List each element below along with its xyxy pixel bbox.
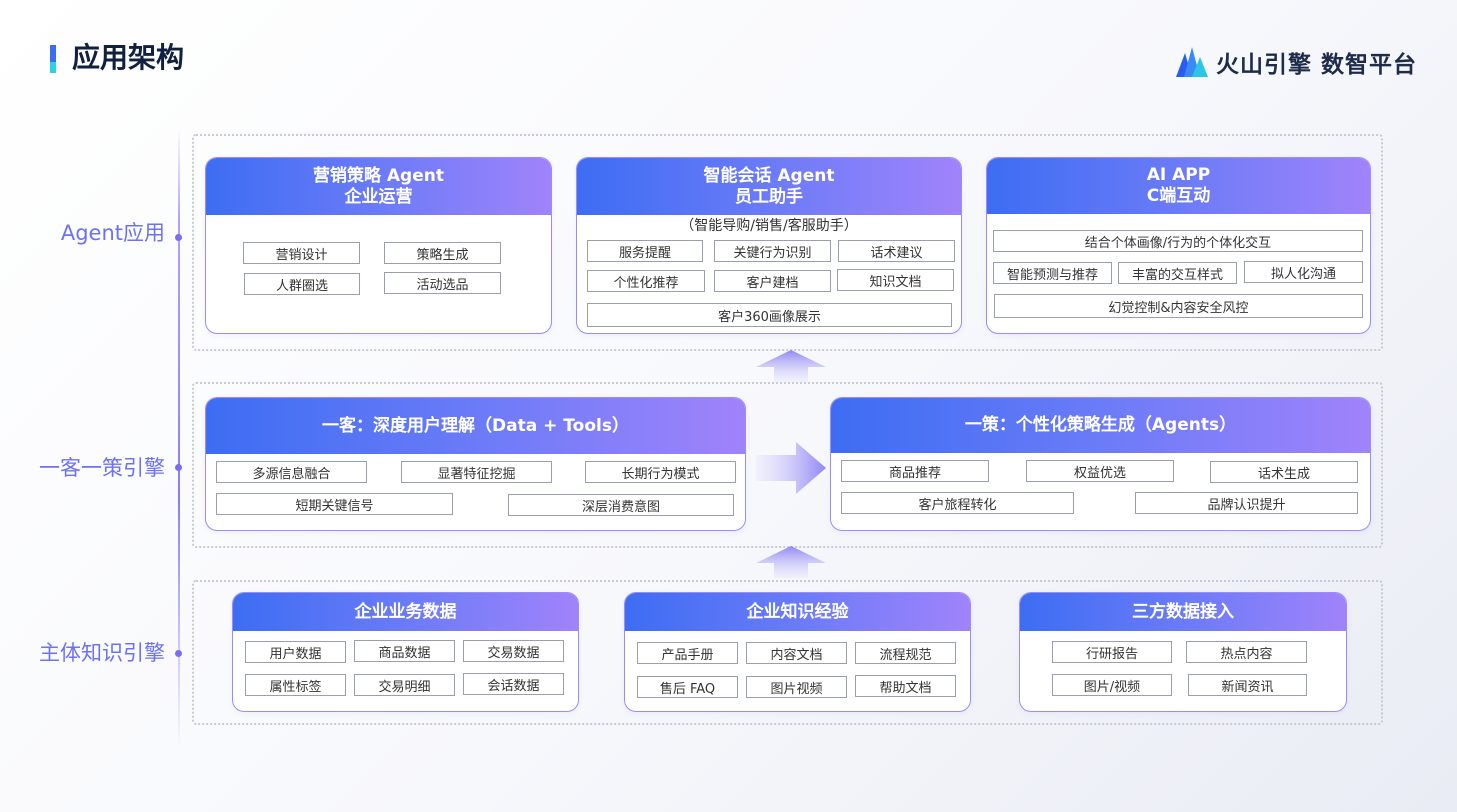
layer-label-engine: 一客一策引擎 — [39, 456, 165, 480]
card-description: （智能导购/销售/客服助手） — [680, 218, 858, 234]
item-pill: 结合个体画像/行为的个体化交互 — [993, 230, 1363, 252]
item-pill: 商品推荐 — [841, 460, 989, 482]
item-pill: 热点内容 — [1186, 641, 1307, 663]
card-third-party-data: 三方数据接入 行研报告 热点内容 图片/视频 新闻资讯 — [1019, 592, 1347, 712]
card-header: 一客：深度用户理解（Data + Tools） — [206, 398, 745, 454]
card-title: 营销策略 Agent — [312, 165, 444, 186]
card-subtitle: 员工助手 — [735, 186, 803, 207]
item-pill: 交易数据 — [463, 640, 564, 662]
card-ai-app: AI APP C端互动 结合个体画像/行为的个体化交互 智能预测与推荐 丰富的交… — [986, 157, 1371, 334]
item-pill: 智能预测与推荐 — [993, 262, 1112, 284]
item-pill: 人群圈选 — [244, 273, 360, 295]
item-pill: 显著特征挖掘 — [401, 461, 552, 483]
item-pill: 策略生成 — [384, 242, 501, 264]
item-pill: 丰富的交互样式 — [1118, 262, 1237, 284]
layer-axis — [178, 128, 180, 748]
item-pill: 用户数据 — [245, 641, 346, 663]
item-pill: 个性化推荐 — [587, 270, 705, 292]
card-marketing-agent: 营销策略 Agent 企业运营 营销设计 策略生成 人群圈选 活动选品 — [205, 157, 552, 334]
card-title: 一客：深度用户理解（Data + Tools） — [322, 415, 629, 436]
item-pill: 属性标签 — [245, 674, 346, 696]
card-business-data: 企业业务数据 用户数据 商品数据 交易数据 属性标签 交易明细 会话数据 — [232, 592, 579, 712]
volcano-logo-icon — [1176, 47, 1208, 77]
item-pill: 客户建档 — [714, 270, 831, 292]
item-pill: 拟人化沟通 — [1244, 261, 1363, 283]
card-subtitle: C端互动 — [1146, 186, 1211, 206]
card-header: 一策：个性化策略生成（Agents） — [831, 398, 1370, 453]
item-pill: 售后 FAQ — [637, 676, 738, 698]
layer-engine: 一客：深度用户理解（Data + Tools） 多源信息融合 显著特征挖掘 长期… — [192, 382, 1383, 548]
title-accent-bar — [50, 45, 56, 73]
item-pill: 会话数据 — [463, 673, 564, 695]
item-pill: 商品数据 — [354, 640, 455, 662]
item-pill: 产品手册 — [637, 642, 738, 664]
card-strategy-generation: 一策：个性化策略生成（Agents） 商品推荐 权益优选 话术生成 客户旅程转化… — [830, 397, 1371, 531]
brand-name: 火山引擎 数智平台 — [1216, 52, 1418, 78]
item-pill: 活动选品 — [384, 272, 501, 294]
item-pill: 话术建议 — [838, 240, 955, 262]
item-pill: 流程规范 — [855, 642, 956, 664]
layer-label-agent: Agent应用 — [60, 221, 165, 245]
card-subtitle: 企业运营 — [344, 186, 413, 207]
card-title: 企业业务数据 — [354, 601, 457, 622]
card-customer-understanding: 一客：深度用户理解（Data + Tools） 多源信息融合 显著特征挖掘 长期… — [205, 397, 746, 531]
layer-knowledge: 企业业务数据 用户数据 商品数据 交易数据 属性标签 交易明细 会话数据 企业知… — [192, 580, 1383, 725]
item-pill: 帮助文档 — [855, 675, 956, 697]
item-pill: 交易明细 — [354, 674, 455, 696]
item-pill: 客户360画像展示 — [587, 303, 952, 327]
item-pill: 权益优选 — [1026, 460, 1174, 482]
item-pill: 多源信息融合 — [216, 461, 367, 483]
item-pill: 内容文档 — [746, 642, 847, 664]
card-header: 三方数据接入 — [1020, 593, 1346, 631]
card-header: 企业知识经验 — [625, 593, 970, 631]
card-header: AI APP C端互动 — [987, 158, 1370, 214]
axis-dot-engine — [175, 464, 182, 471]
item-pill: 图片视频 — [746, 676, 847, 698]
item-pill: 知识文档 — [837, 269, 954, 291]
arrow-up-icon — [756, 350, 826, 382]
item-pill: 营销设计 — [243, 242, 360, 264]
page-title: 应用架构 — [72, 41, 185, 74]
card-title: 企业知识经验 — [746, 601, 849, 622]
layer-agent-apps: 营销策略 Agent 企业运营 营销设计 策略生成 人群圈选 活动选品 智能会话… — [192, 134, 1383, 351]
card-title: 一策：个性化策略生成（Agents） — [964, 415, 1237, 435]
card-title: AI APP — [1146, 165, 1211, 185]
item-pill: 关键行为识别 — [714, 240, 831, 262]
axis-dot-knowledge — [175, 650, 182, 657]
card-title: 智能会话 Agent — [703, 165, 835, 186]
item-pill: 短期关键信号 — [216, 493, 453, 515]
card-header: 营销策略 Agent 企业运营 — [206, 158, 551, 215]
layer-label-knowledge: 主体知识引擎 — [39, 641, 165, 665]
arrow-up-icon — [756, 546, 826, 578]
card-title: 三方数据接入 — [1132, 601, 1234, 622]
item-pill: 话术生成 — [1210, 461, 1358, 483]
item-pill: 幻觉控制&内容安全风控 — [994, 294, 1363, 318]
item-pill: 图片/视频 — [1052, 674, 1172, 696]
card-header: 智能会话 Agent 员工助手 — [577, 158, 961, 215]
item-pill: 深层消费意图 — [508, 494, 734, 516]
axis-dot-agent — [175, 234, 182, 241]
card-header: 企业业务数据 — [233, 593, 578, 631]
arrow-right-icon — [756, 442, 826, 494]
item-pill: 品牌认识提升 — [1135, 492, 1358, 514]
item-pill: 客户旅程转化 — [841, 492, 1074, 514]
item-pill: 新闻资讯 — [1188, 674, 1307, 696]
brand: 火山引擎 数智平台 — [1176, 45, 1417, 79]
item-pill: 服务提醒 — [587, 240, 703, 262]
card-knowledge-experience: 企业知识经验 产品手册 内容文档 流程规范 售后 FAQ 图片视频 帮助文档 — [624, 592, 971, 712]
item-pill: 长期行为模式 — [585, 461, 736, 483]
card-chat-agent: 智能会话 Agent 员工助手 （智能导购/销售/客服助手） 服务提醒 关键行为… — [576, 157, 962, 334]
item-pill: 行研报告 — [1052, 641, 1172, 663]
